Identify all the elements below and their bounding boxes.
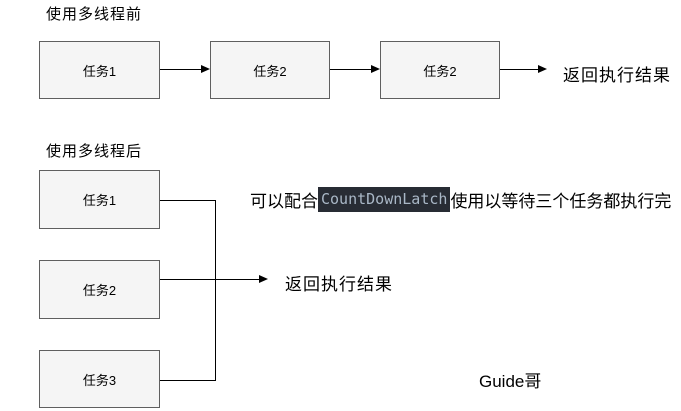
arrow-line <box>330 69 372 70</box>
arrow-head-icon <box>201 65 210 73</box>
task-box-after-2: 任务2 <box>39 260 160 319</box>
arrow-head-icon <box>259 275 268 283</box>
connector-line-task1 <box>160 200 216 201</box>
task-box-before-1: 任务1 <box>39 41 160 99</box>
task-box-label: 任务1 <box>82 63 117 79</box>
section-title-before: 使用多线程前 <box>46 6 143 23</box>
result-label-after: 返回执行结果 <box>285 275 393 294</box>
task-box-after-3: 任务3 <box>39 350 160 408</box>
task-box-before-3: 任务2 <box>380 41 500 99</box>
note-suffix: 使用以等待三个任务都执行完 <box>450 192 672 211</box>
task-box-label: 任务2 <box>82 283 117 298</box>
section-title-after: 使用多线程后 <box>46 143 143 160</box>
connector-line-task3 <box>160 380 216 381</box>
connector-line-task2 <box>160 279 260 280</box>
arrow-head-icon <box>538 65 547 73</box>
inline-code-countdownlatch: CountDownLatch <box>318 186 451 213</box>
task-box-label: 任务2 <box>423 63 457 79</box>
arrow-head-icon <box>371 65 380 73</box>
connector-line-vertical <box>215 200 216 381</box>
result-label-before: 返回执行结果 <box>563 66 671 85</box>
arrow-line <box>160 69 202 70</box>
arrow-line <box>500 69 539 70</box>
task-box-before-2: 任务2 <box>210 41 330 99</box>
task-box-after-1: 任务1 <box>39 170 160 229</box>
note-prefix: 可以配合 <box>250 192 318 211</box>
task-box-label: 任务2 <box>253 63 287 79</box>
task-box-label: 任务1 <box>82 193 117 208</box>
author-signature: Guide哥 <box>479 372 542 391</box>
task-box-label: 任务3 <box>82 372 117 388</box>
